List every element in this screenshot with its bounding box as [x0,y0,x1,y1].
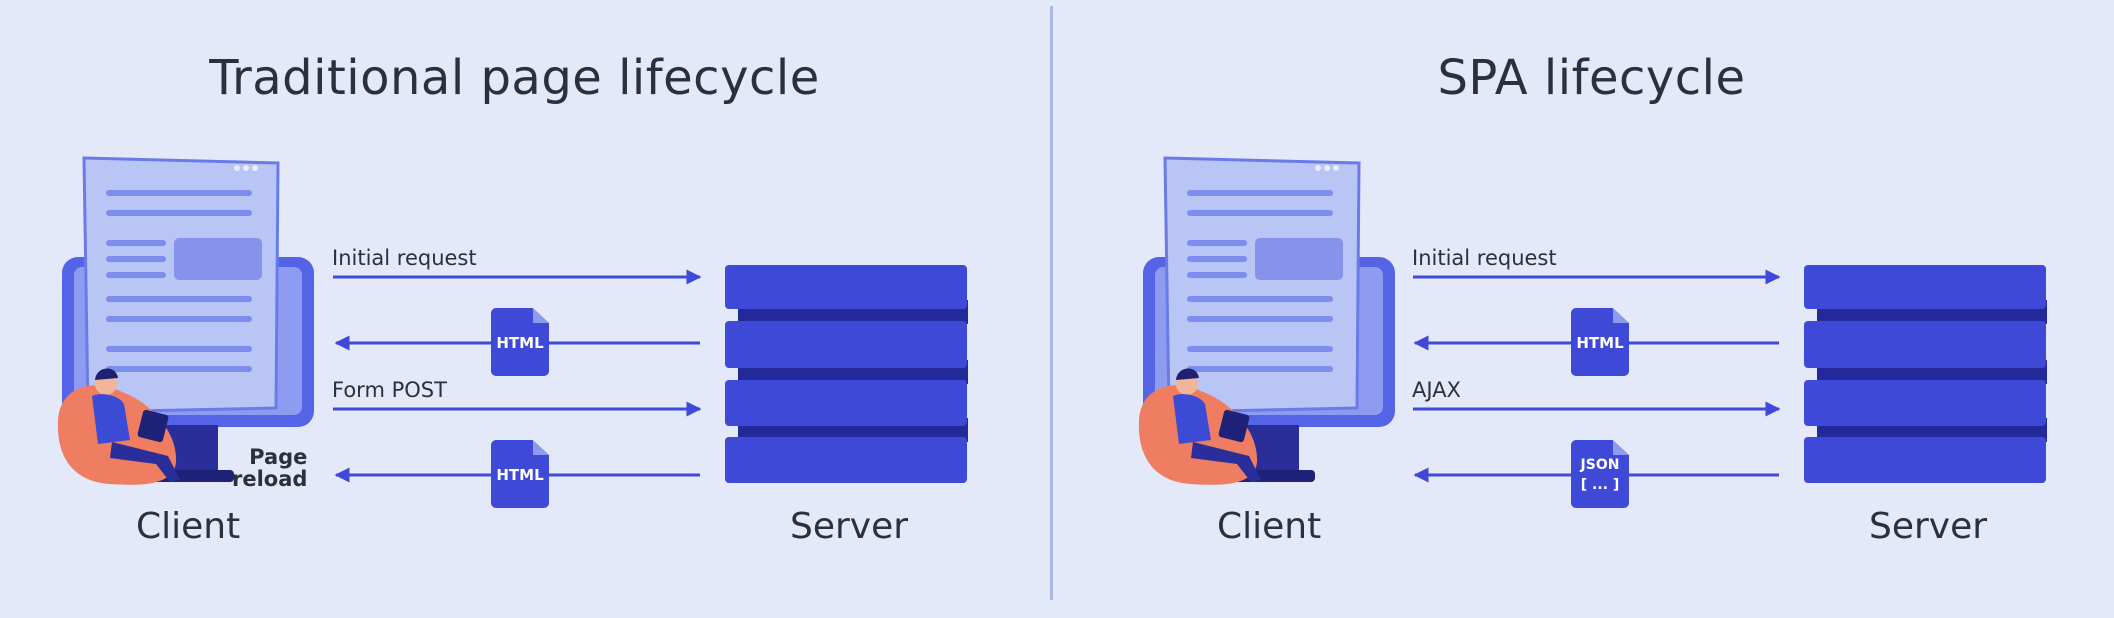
person-on-beanbag-icon [57,368,180,485]
client-illustration [1138,156,1395,485]
client-illustration [57,156,314,485]
spa-lifecycle-panel: SPA lifecycle [1057,0,2114,618]
server-stack-icon [1804,265,2047,483]
panel-divider [1050,6,1053,600]
arrow-label: AJAX [1412,378,1461,402]
client-label: Client [136,506,241,547]
arrow-label: Initial request [1412,246,1557,270]
panel-title: SPA lifecycle [1437,50,1746,106]
server-stack-icon [725,265,968,483]
json-file-icon: JSON [ ... ] [1571,440,1629,508]
document-icon [1163,156,1361,414]
document-icon [82,156,280,414]
html-file-icon: HTML [491,308,549,376]
traditional-lifecycle-panel: Traditional page lifecycle [57,50,968,547]
traditional-diagram [57,156,968,485]
arrow-label: Form POST [332,378,447,402]
server-label: Server [1869,506,1988,547]
arrow-label: Initial request [332,246,477,270]
server-label: Server [790,506,909,547]
html-file-icon: HTML [491,440,549,508]
client-label: Client [1217,506,1322,547]
page-reload-label: Page reload [232,445,308,491]
spa-diagram [1138,156,2047,485]
html-file-icon: HTML [1571,308,1629,376]
panel-title: Traditional page lifecycle [209,50,820,106]
person-on-beanbag-icon [1138,368,1261,485]
